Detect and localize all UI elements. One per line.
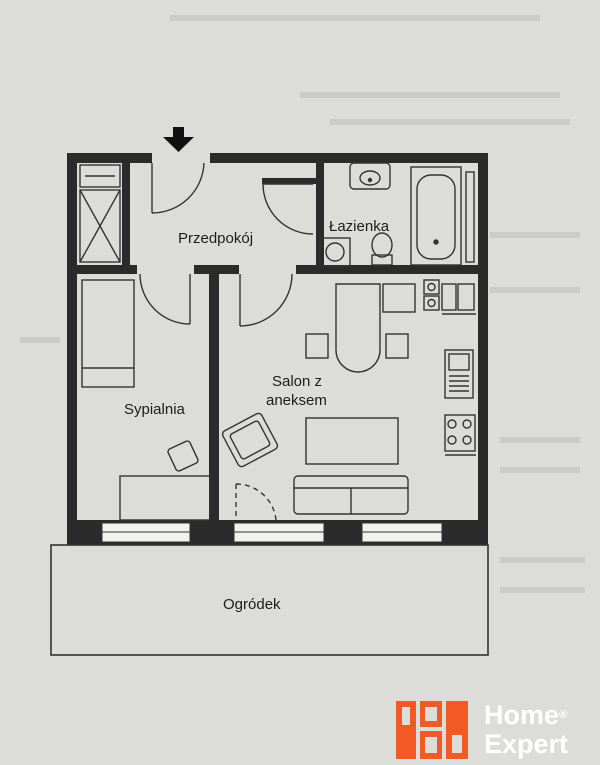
- entrance-arrow-icon: [163, 127, 194, 152]
- logo-mark-icon: [396, 701, 468, 759]
- garden-area: [50, 544, 489, 656]
- doors: [139, 162, 314, 521]
- bedroom-furniture: [81, 279, 211, 521]
- label-hall: Przedpokój: [178, 230, 253, 247]
- label-bathroom: Łazienka: [329, 218, 390, 235]
- bathroom-fixtures: [319, 162, 475, 267]
- wardrobe: [79, 164, 121, 263]
- logo-registered-mark: ®: [559, 709, 568, 721]
- label-bedroom: Sypialnia: [124, 401, 186, 418]
- home-expert-logo: Home® Expert: [394, 699, 594, 761]
- label-garden: Ogródek: [223, 596, 281, 613]
- kitchen: [423, 279, 476, 456]
- interior-walls: [77, 153, 478, 520]
- dining-set: [305, 283, 416, 373]
- outer-walls: [67, 153, 488, 545]
- background-text: [20, 15, 585, 593]
- logo-line1: Home: [484, 700, 560, 730]
- living-furniture: [221, 412, 409, 515]
- label-living-line2: aneksem: [266, 392, 327, 409]
- logo-line2: Expert: [484, 729, 569, 759]
- label-living-line1: Salon z: [272, 373, 322, 390]
